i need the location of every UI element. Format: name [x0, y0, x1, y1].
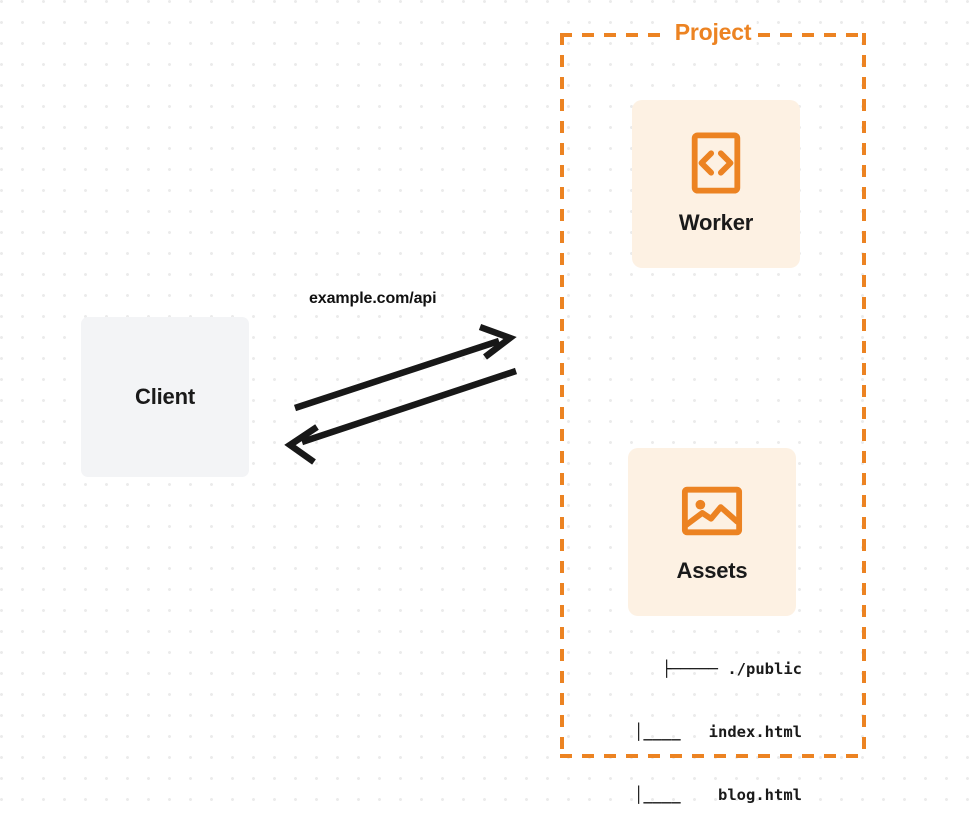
file-tree-row-0: ├───── ./public [662, 660, 802, 678]
edge-response-arrow [284, 367, 518, 465]
code-brackets-icon [691, 132, 741, 194]
group-border-left [560, 33, 564, 758]
edge-request-label: example.com/api [309, 290, 437, 307]
file-tree-row-1: │____ index.html [634, 723, 802, 741]
group-project-label: Project [669, 19, 757, 46]
node-assets[interactable]: Assets [628, 448, 796, 616]
node-worker[interactable]: Worker [632, 100, 800, 268]
file-tree-row-2: │____ blog.html [634, 786, 802, 804]
node-client-label: Client [135, 384, 195, 409]
node-assets-label: Assets [676, 558, 748, 583]
edge-request-arrow [293, 323, 517, 412]
file-tree: ├───── ./public │____ index.html │____ b… [560, 617, 802, 818]
group-border-right [862, 33, 866, 758]
image-icon [681, 486, 743, 536]
group-border-bottom [560, 754, 866, 758]
group-project: Project [560, 19, 866, 758]
node-worker-label: Worker [678, 210, 754, 235]
node-client[interactable]: Client [81, 317, 249, 477]
